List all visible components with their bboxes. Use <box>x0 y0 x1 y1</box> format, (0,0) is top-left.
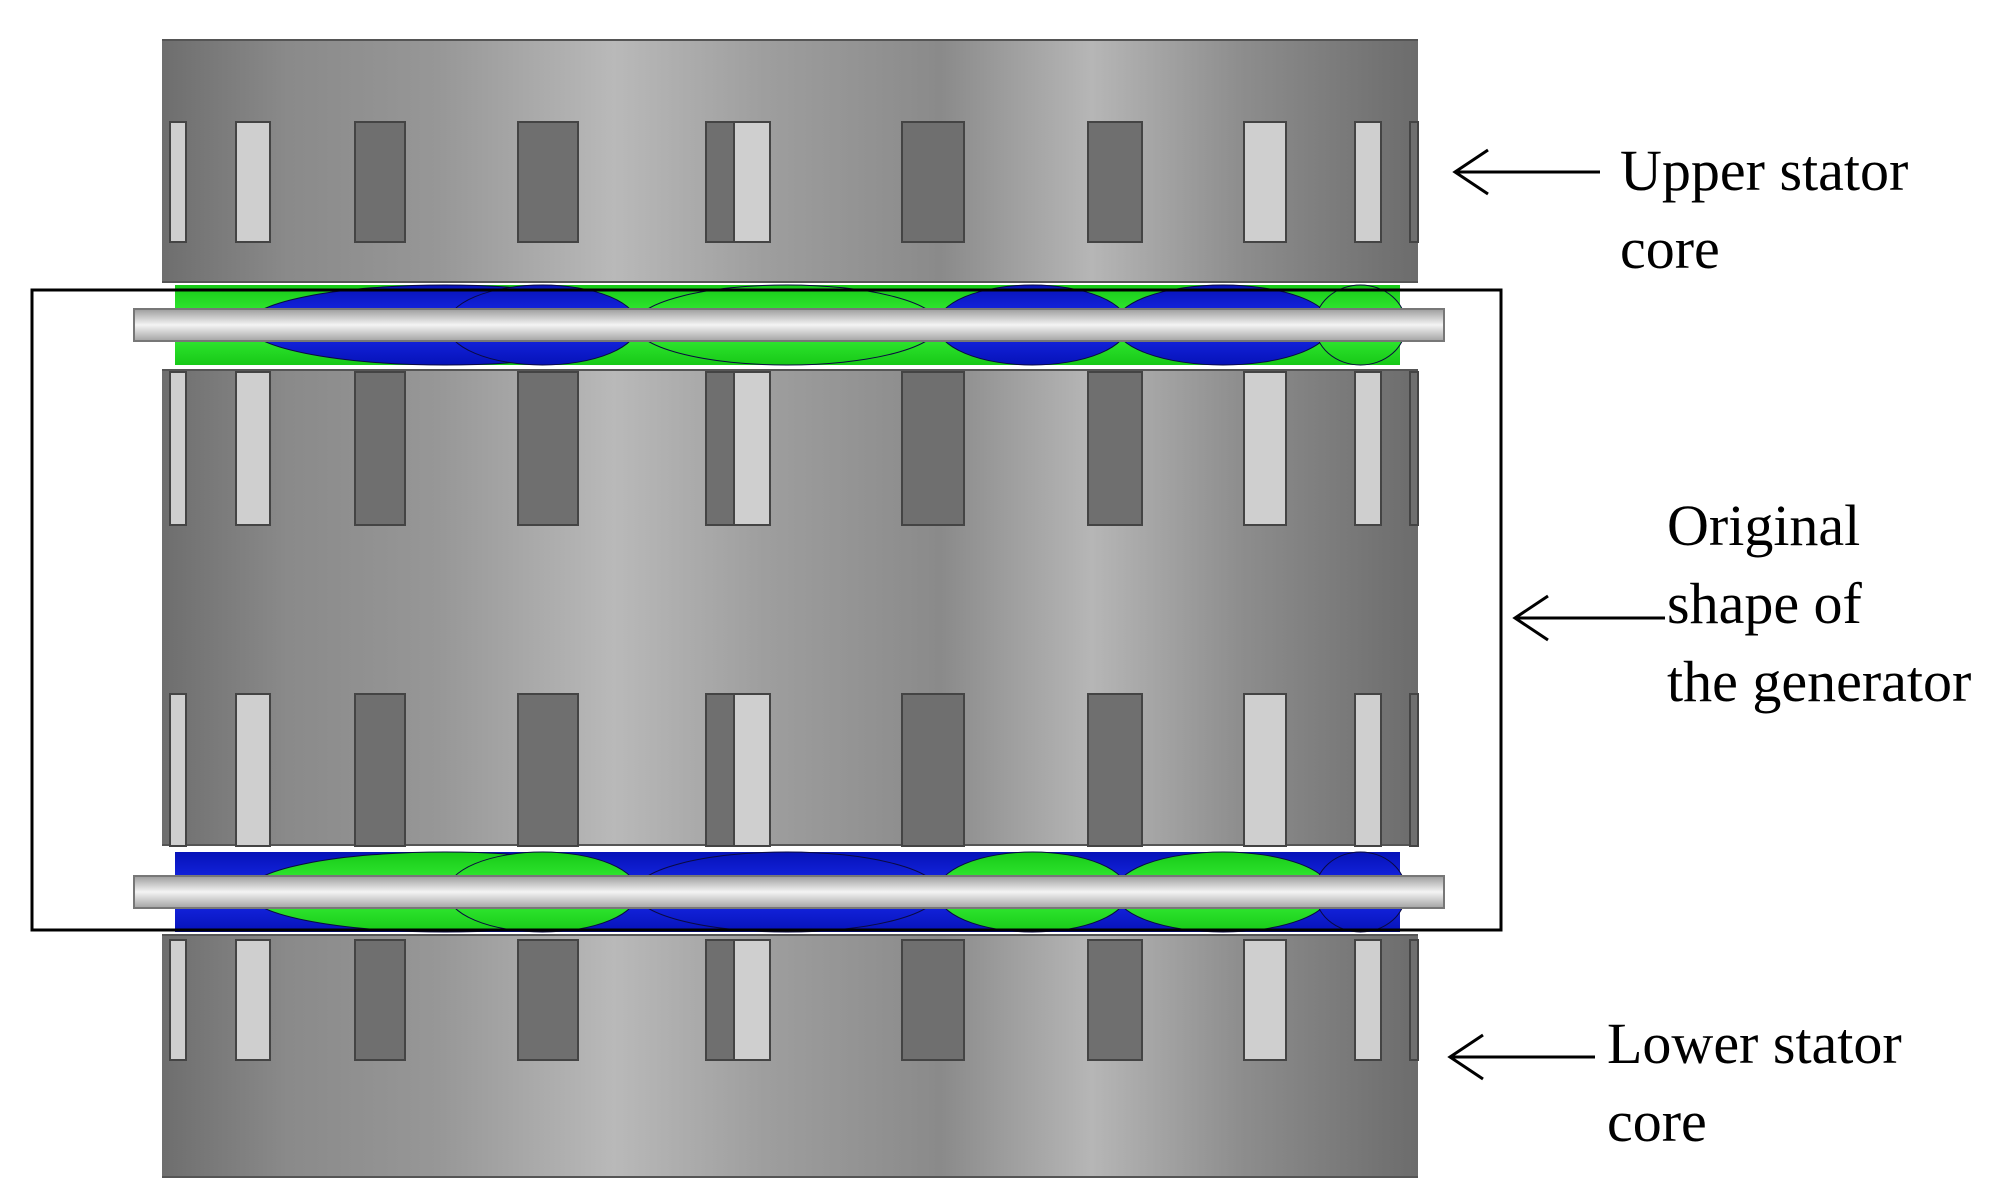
stator-slot-0-9 <box>1354 121 1382 243</box>
stator-cores <box>162 39 1418 1178</box>
stator-slot-2-3 <box>517 693 579 847</box>
stator-slot-0-5 <box>733 121 771 243</box>
stator-slot-2-5 <box>733 693 771 847</box>
stator-slot-1-6 <box>901 371 965 526</box>
stator-slot-0-10 <box>1409 121 1419 243</box>
upper-stator-label-line2: core <box>1620 216 1720 281</box>
stator-slot-2-2 <box>354 693 406 847</box>
translator-core <box>162 370 1418 845</box>
stator-slot-3-6 <box>901 939 965 1061</box>
lower-stator-label-line2: core <box>1607 1089 1707 1154</box>
arrow-lower-stator <box>1447 1033 1595 1081</box>
stator-slot-1-5 <box>733 371 771 526</box>
stator-slot-1-3 <box>517 371 579 526</box>
stator-slot-2-4 <box>705 693 735 847</box>
stator-slot-0-6 <box>901 121 965 243</box>
stator-slot-3-9 <box>1354 939 1382 1061</box>
stator-slot-2-1 <box>235 693 271 847</box>
stator-slot-3-8 <box>1243 939 1287 1061</box>
stator-slot-3-4 <box>705 939 735 1061</box>
arrow-upper-stator <box>1452 148 1600 196</box>
stator-slot-3-7 <box>1087 939 1143 1061</box>
upper-magnet-row-rod <box>133 308 1445 342</box>
arrow-original-shape <box>1512 594 1665 642</box>
stator-slot-0-3 <box>517 121 579 243</box>
magnet-rows <box>133 284 1445 933</box>
lower-magnet-row-rod <box>133 875 1445 909</box>
original-shape-label-line2: shape of <box>1667 571 1863 636</box>
original-shape-label-line1: Original <box>1667 493 1860 558</box>
stator-slot-1-7 <box>1087 371 1143 526</box>
stator-slot-2-9 <box>1354 693 1382 847</box>
upper-stator-core <box>162 40 1418 282</box>
stator-slot-0-7 <box>1087 121 1143 243</box>
original-shape-label-line3: the generator <box>1667 649 1971 714</box>
stator-slot-3-3 <box>517 939 579 1061</box>
stator-slot-1-0 <box>169 371 187 526</box>
stator-slot-1-2 <box>354 371 406 526</box>
stator-slot-2-7 <box>1087 693 1143 847</box>
stator-slot-1-8 <box>1243 371 1287 526</box>
stator-slot-3-2 <box>354 939 406 1061</box>
stator-slot-1-10 <box>1409 371 1419 526</box>
stator-slot-0-1 <box>235 121 271 243</box>
stator-slot-3-0 <box>169 939 187 1061</box>
stator-slots <box>169 121 1419 1061</box>
stator-slot-0-0 <box>169 121 187 243</box>
stator-slot-3-1 <box>235 939 271 1061</box>
stator-slot-3-10 <box>1409 939 1419 1061</box>
stator-slot-3-5 <box>733 939 771 1061</box>
lower-stator-core <box>162 935 1418 1177</box>
lower-stator-label-line1: Lower stator <box>1607 1011 1902 1076</box>
stator-slot-1-1 <box>235 371 271 526</box>
stator-slot-1-4 <box>705 371 735 526</box>
stator-slot-0-8 <box>1243 121 1287 243</box>
stator-slot-0-4 <box>705 121 735 243</box>
stator-slot-2-10 <box>1409 693 1419 847</box>
stator-slot-0-2 <box>354 121 406 243</box>
stator-slot-2-0 <box>169 693 187 847</box>
stator-slot-2-8 <box>1243 693 1287 847</box>
stator-slot-1-9 <box>1354 371 1382 526</box>
upper-stator-label-line1: Upper stator <box>1620 138 1908 203</box>
stator-slot-2-6 <box>901 693 965 847</box>
original-shape-outline <box>30 288 1503 932</box>
